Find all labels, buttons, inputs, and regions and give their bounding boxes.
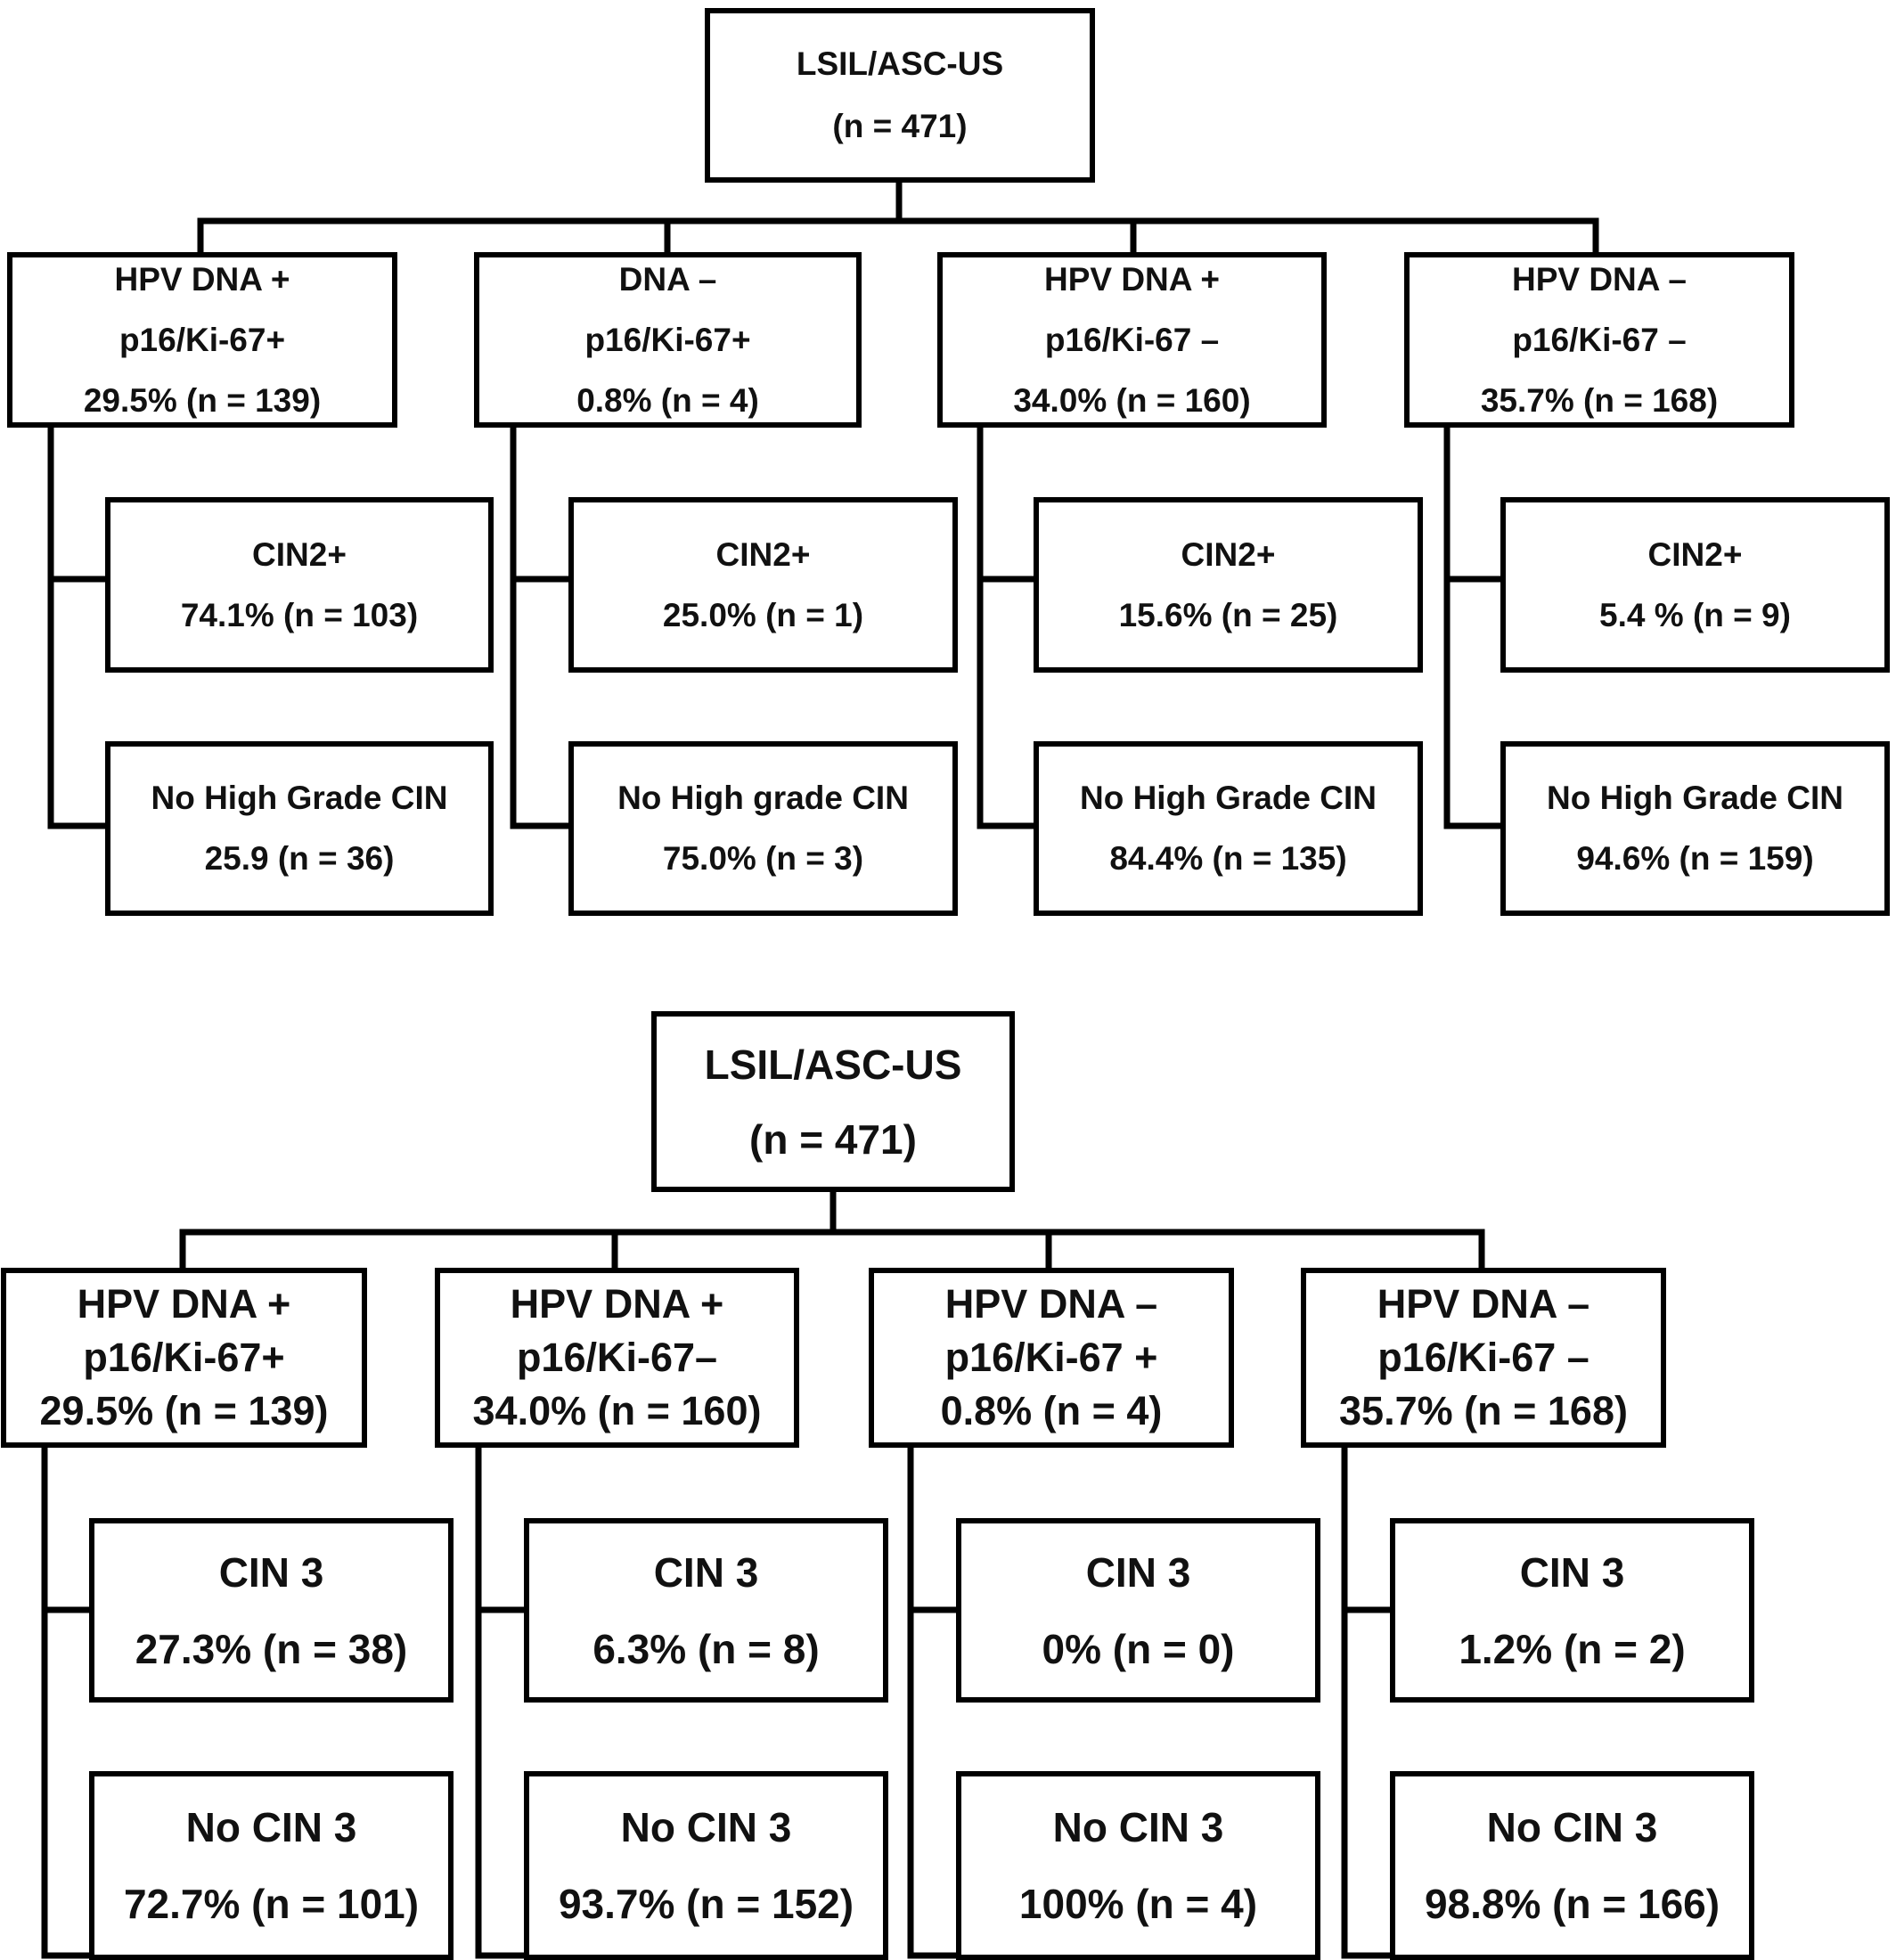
top-group-3-p16: p16/Ki-67 –	[1044, 321, 1220, 358]
bottom-branch-3	[907, 1444, 963, 1959]
top-no-high-grade-2-label: No High grade CIN	[617, 780, 909, 816]
bottom-group-1-p16: p16/Ki-67+	[83, 1335, 285, 1380]
bottom-cin3-4-label: CIN 3	[1519, 1548, 1625, 1596]
bottom-cin3-2-label: CIN 3	[653, 1548, 759, 1596]
bottom-group-1-hpv: HPV DNA +	[77, 1281, 291, 1327]
top-cin2plus-1-value: 74.1% (n = 103)	[180, 596, 419, 633]
bottom-no-cin3-3-value: 100% (n = 4)	[1018, 1881, 1258, 1927]
bottom-cin3-box-2: CIN 3 6.3% (n = 8)	[524, 1518, 888, 1703]
bottom-group-box-1: HPV DNA + p16/Ki-67+ 29.5% (n = 139)	[1, 1268, 367, 1448]
bottom-group-box-4: HPV DNA – p16/Ki-67 – 35.7% (n = 168)	[1301, 1268, 1666, 1448]
top-cin2plus-2-label: CIN2+	[715, 535, 811, 573]
bottom-branch-4	[1341, 1444, 1397, 1959]
bottom-no-cin3-box-1: No CIN 3 72.7% (n = 101)	[89, 1771, 454, 1960]
top-cin2plus-4-value: 5.4 % (n = 9)	[1599, 596, 1791, 633]
bottom-group-4-p16: p16/Ki-67 –	[1377, 1335, 1590, 1380]
top-group-box-3: HPV DNA + p16/Ki-67 – 34.0% (n = 160)	[937, 252, 1327, 428]
top-cin2plus-4-label: CIN2+	[1647, 535, 1743, 573]
bottom-no-cin3-box-2: No CIN 3 93.7% (n = 152)	[524, 1771, 888, 1960]
bottom-cin3-box-1: CIN 3 27.3% (n = 38)	[89, 1518, 454, 1703]
top-group-box-4: HPV DNA – p16/Ki-67 – 35.7% (n = 168)	[1404, 252, 1794, 428]
top-root-box: LSIL/ASC-US (n = 471)	[705, 8, 1095, 183]
top-branch-3	[977, 424, 1041, 829]
bottom-group-3-share: 0.8% (n = 4)	[940, 1388, 1163, 1433]
bottom-group-2-p16: p16/Ki-67–	[516, 1335, 718, 1380]
top-group-box-2: DNA – p16/Ki-67+ 0.8% (n = 4)	[474, 252, 862, 428]
bottom-no-cin3-3-label: No CIN 3	[1052, 1804, 1224, 1850]
bottom-no-cin3-1-label: No CIN 3	[185, 1804, 357, 1850]
bottom-no-cin3-1-value: 72.7% (n = 101)	[123, 1881, 420, 1927]
top-root-count: (n = 471)	[832, 108, 968, 144]
bottom-cin3-1-value: 27.3% (n = 38)	[135, 1625, 408, 1672]
top-branch-4	[1443, 424, 1508, 829]
top-cin2plus-3-label: CIN2+	[1181, 535, 1276, 573]
top-group-2-hpv: DNA –	[618, 260, 717, 298]
top-no-high-grade-box-3: No High Grade CIN 84.4% (n = 135)	[1034, 741, 1423, 916]
bottom-group-3-p16: p16/Ki-67 +	[944, 1335, 1158, 1380]
bottom-root-label: LSIL/ASC-US	[704, 1041, 962, 1088]
bottom-no-cin3-4-value: 98.8% (n = 166)	[1424, 1881, 1720, 1927]
top-cin2plus-box-1: CIN2+ 74.1% (n = 103)	[105, 497, 494, 673]
top-cin2plus-3-value: 15.6% (n = 25)	[1118, 596, 1338, 633]
bottom-no-cin3-2-value: 93.7% (n = 152)	[558, 1881, 854, 1927]
top-branch-2	[510, 424, 576, 829]
top-no-high-grade-box-1: No High Grade CIN 25.9 (n = 36)	[105, 741, 494, 916]
top-group-box-1: HPV DNA + p16/Ki-67+ 29.5% (n = 139)	[7, 252, 397, 428]
top-cin2plus-box-4: CIN2+ 5.4 % (n = 9)	[1500, 497, 1890, 673]
top-no-high-grade-3-value: 84.4% (n = 135)	[1109, 840, 1347, 877]
top-no-high-grade-2-value: 75.0% (n = 3)	[662, 840, 864, 877]
bottom-group-box-2: HPV DNA + p16/Ki-67– 34.0% (n = 160)	[435, 1268, 799, 1448]
top-group-4-p16: p16/Ki-67 –	[1512, 321, 1687, 358]
top-group-2-share: 0.8% (n = 4)	[576, 381, 759, 419]
bottom-group-3-hpv: HPV DNA –	[944, 1281, 1158, 1327]
bottom-cin3-box-3: CIN 3 0% (n = 0)	[956, 1518, 1320, 1703]
bottom-branch-1	[41, 1444, 96, 1959]
top-no-high-grade-1-label: No High Grade CIN	[151, 780, 448, 816]
bottom-no-cin3-box-3: No CIN 3 100% (n = 4)	[956, 1771, 1320, 1960]
top-no-high-grade-box-2: No High grade CIN 75.0% (n = 3)	[568, 741, 958, 916]
top-no-high-grade-4-label: No High Grade CIN	[1546, 780, 1844, 816]
bottom-group-4-share: 35.7% (n = 168)	[1339, 1388, 1628, 1433]
bottom-branch-2	[475, 1444, 531, 1959]
top-cin2plus-2-value: 25.0% (n = 1)	[662, 596, 864, 633]
top-group-1-p16: p16/Ki-67+	[118, 321, 286, 358]
bottom-no-cin3-4-label: No CIN 3	[1486, 1804, 1658, 1850]
bottom-group-2-hpv: HPV DNA +	[510, 1281, 724, 1327]
bottom-cin3-box-4: CIN 3 1.2% (n = 2)	[1390, 1518, 1754, 1703]
top-no-high-grade-1-value: 25.9 (n = 36)	[204, 840, 395, 877]
top-group-3-share: 34.0% (n = 160)	[1013, 381, 1251, 419]
bottom-no-cin3-box-4: No CIN 3 98.8% (n = 166)	[1390, 1771, 1754, 1960]
top-cin2plus-box-2: CIN2+ 25.0% (n = 1)	[568, 497, 958, 673]
top-group-4-hpv: HPV DNA –	[1511, 260, 1687, 298]
bottom-group-4-hpv: HPV DNA –	[1377, 1281, 1590, 1327]
top-group-1-hpv: HPV DNA +	[114, 260, 290, 298]
bottom-group-1-share: 29.5% (n = 139)	[39, 1388, 329, 1433]
bottom-root-box: LSIL/ASC-US (n = 471)	[651, 1011, 1015, 1192]
bottom-cin3-2-value: 6.3% (n = 8)	[592, 1625, 820, 1672]
bottom-group-2-share: 34.0% (n = 160)	[472, 1388, 762, 1433]
top-group-1-share: 29.5% (n = 139)	[83, 381, 322, 419]
top-group-4-share: 35.7% (n = 168)	[1480, 381, 1719, 419]
bottom-root-count: (n = 471)	[749, 1115, 917, 1163]
bottom-cin3-4-value: 1.2% (n = 2)	[1459, 1625, 1686, 1672]
bottom-no-cin3-2-label: No CIN 3	[620, 1804, 792, 1850]
top-no-high-grade-3-label: No High Grade CIN	[1079, 780, 1377, 816]
top-branch-1	[47, 424, 112, 829]
top-no-high-grade-box-4: No High Grade CIN 94.6% (n = 159)	[1500, 741, 1890, 916]
top-group-2-p16: p16/Ki-67+	[584, 321, 751, 358]
top-cin2plus-box-3: CIN2+ 15.6% (n = 25)	[1034, 497, 1423, 673]
top-root-label: LSIL/ASC-US	[796, 45, 1004, 82]
top-group-3-hpv: HPV DNA +	[1043, 260, 1221, 298]
bottom-cin3-3-value: 0% (n = 0)	[1042, 1625, 1235, 1672]
bottom-cin3-3-label: CIN 3	[1085, 1548, 1191, 1596]
bottom-cin3-1-label: CIN 3	[218, 1548, 324, 1596]
bottom-group-box-3: HPV DNA – p16/Ki-67 + 0.8% (n = 4)	[869, 1268, 1234, 1448]
top-no-high-grade-4-value: 94.6% (n = 159)	[1576, 840, 1814, 877]
top-cin2plus-1-label: CIN2+	[252, 535, 347, 573]
